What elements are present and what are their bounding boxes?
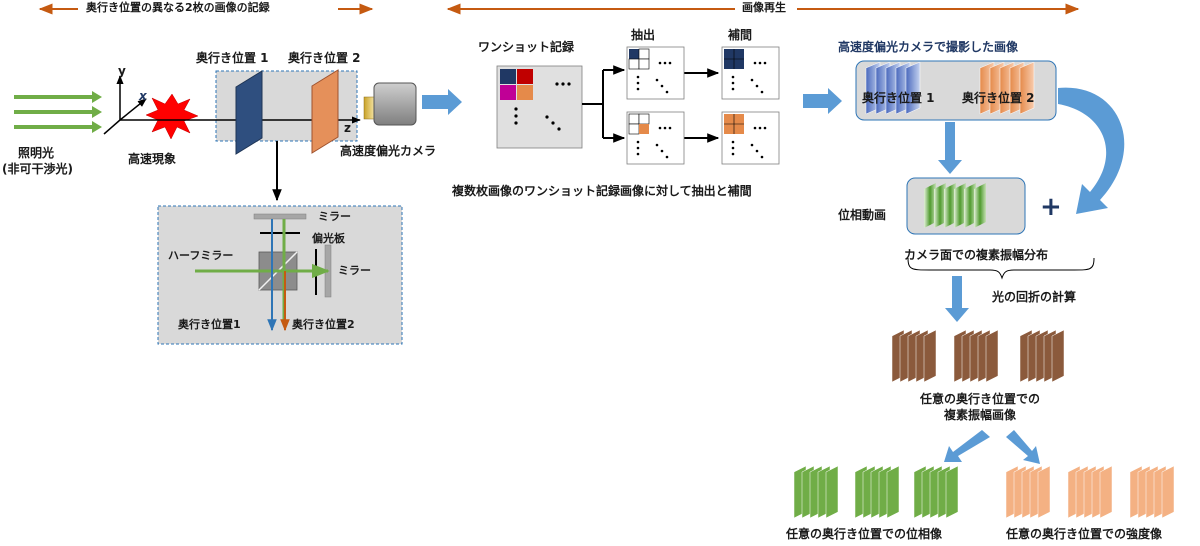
captured-images-label: 高速度偏光カメラで撮影した画像 [838,40,1019,54]
diffraction-label: 光の回折の計算 [992,290,1077,304]
interpolated-image-1 [721,46,780,100]
polarizer-label: 偏光板 [312,232,345,245]
optics-setup-box [157,205,403,345]
plus-sign: + [1040,192,1062,222]
split-arrow-right [1006,430,1040,464]
captured-stack-blue [865,61,921,115]
illumination-label: 照明光 [18,146,55,160]
flow-arrow-2 [803,88,842,114]
interp-label: 補間 [728,28,753,42]
extracted-image-2 [626,111,685,165]
intensity-images-label: 任意の奥行き位置での強度像 [1006,527,1163,541]
captured-stack-orange [979,61,1035,115]
complex-images-label-2: 複素振幅画像 [943,408,1016,422]
flow-arrow-3 [938,122,962,174]
header-left-label: 奥行き位置の異なる2枚の画像の記録 [86,1,270,14]
branch-arrows [582,65,720,143]
depth-plane-1 [235,70,263,155]
mirror-right-label: ミラー [338,264,371,277]
half-mirror-label: ハーフミラー [168,249,234,262]
axis-z-label: z [344,121,351,135]
phase-image-stacks [793,465,959,519]
phase-movie-label: 位相動画 [838,208,887,222]
depth-pos1-label: 奥行き位置 1 [196,51,269,65]
complex-dist-brace [907,257,1095,280]
depth-plane-2 [311,69,339,154]
optics-pos2-label: 奥行き位置2 [292,318,355,331]
camera-label: 高速度偏光カメラ [340,144,437,158]
axis-x-label: x [139,89,147,103]
extract-label: 抽出 [631,28,656,42]
axis-y-label: y [118,64,126,78]
mirror-top-label: ミラー [318,210,351,223]
coordinate-axes [103,75,147,135]
extracted-image-1 [626,46,685,100]
curved-arrow [1058,87,1125,214]
oneshot-pixels [500,69,571,131]
header-right-label: 画像再生 [742,1,786,14]
flow-arrow-1 [422,89,462,115]
complex-images-label-1: 任意の奥行き位置での [919,392,1040,406]
high-speed-event-label: 高速現象 [128,152,177,166]
captured-pos1-label: 奥行き位置 1 [862,91,935,105]
phase-movie-stack [924,183,986,228]
interpolated-image-2 [721,111,780,165]
optics-elements [195,213,332,332]
oneshot-record-label: ワンショット記録 [478,40,575,54]
flow-arrow-4 [945,276,969,322]
intensity-image-stacks [1005,465,1175,519]
oneshot-caption: 複数枚画像のワンショット記録画像に対して抽出と補間 [452,184,752,198]
high-speed-polarization-camera [363,82,417,126]
high-speed-event-burst [145,93,199,140]
split-arrow-left [944,430,990,462]
optics-pos1-label: 奥行き位置1 [178,318,241,331]
illumination-beams [14,91,102,133]
complex-dist-label: カメラ面での複素振幅分布 [904,248,1049,262]
captured-pos2-label: 奥行き位置 2 [962,91,1035,105]
depth-pos2-label: 奥行き位置 2 [288,51,361,65]
illumination-sub-label: (非可干渉光) [2,162,73,176]
complex-amplitude-stacks [891,329,1065,383]
phase-images-label: 任意の奥行き位置での位相像 [786,527,943,541]
